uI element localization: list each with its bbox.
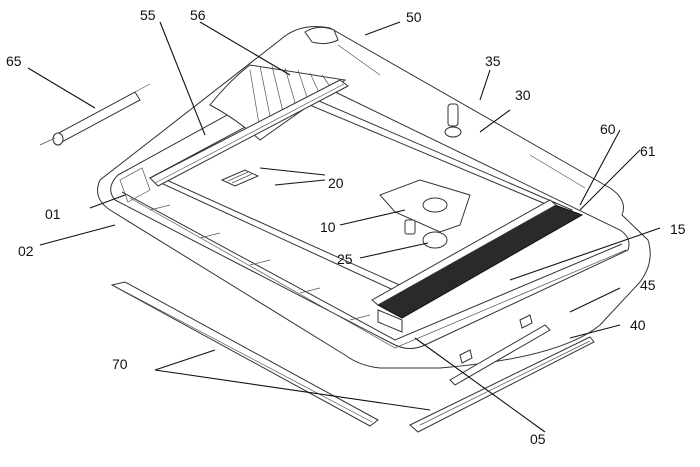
label-50: 50 — [406, 9, 422, 25]
label-45: 45 — [640, 277, 656, 293]
label-30: 30 — [515, 87, 531, 103]
part-56-pleated-blind — [209, 64, 347, 141]
part-40-flashing-strip — [409, 336, 595, 433]
part-35-fitting — [444, 103, 462, 138]
part-10-handle — [379, 179, 471, 233]
label-65: 65 — [6, 53, 22, 69]
label-40: 40 — [630, 317, 646, 333]
part-60-61-screen-rail — [371, 199, 584, 333]
label-15: 15 — [670, 221, 686, 237]
part-20-vent — [220, 169, 260, 187]
label-35: 35 — [485, 53, 501, 69]
leader-lines — [27, 21, 661, 433]
label-70: 70 — [112, 356, 128, 372]
part-70-flashing-strip — [110, 281, 379, 427]
part-55-blind-rail — [149, 79, 349, 187]
part-02-base-frame — [110, 74, 630, 349]
label-01: 01 — [45, 206, 61, 222]
label-02: 02 — [18, 243, 34, 259]
label-05: 05 — [530, 431, 546, 447]
label-56: 56 — [190, 7, 206, 23]
label-25: 25 — [337, 251, 353, 267]
part-01-inner-frame — [119, 94, 574, 301]
label-20: 20 — [328, 175, 344, 191]
label-55: 55 — [140, 7, 156, 23]
part-65-roller — [39, 83, 151, 146]
label-60: 60 — [600, 121, 616, 137]
label-61: 61 — [640, 143, 656, 159]
part-25-knob — [404, 219, 448, 249]
part-45-bar — [449, 314, 551, 386]
label-10: 10 — [320, 219, 336, 235]
